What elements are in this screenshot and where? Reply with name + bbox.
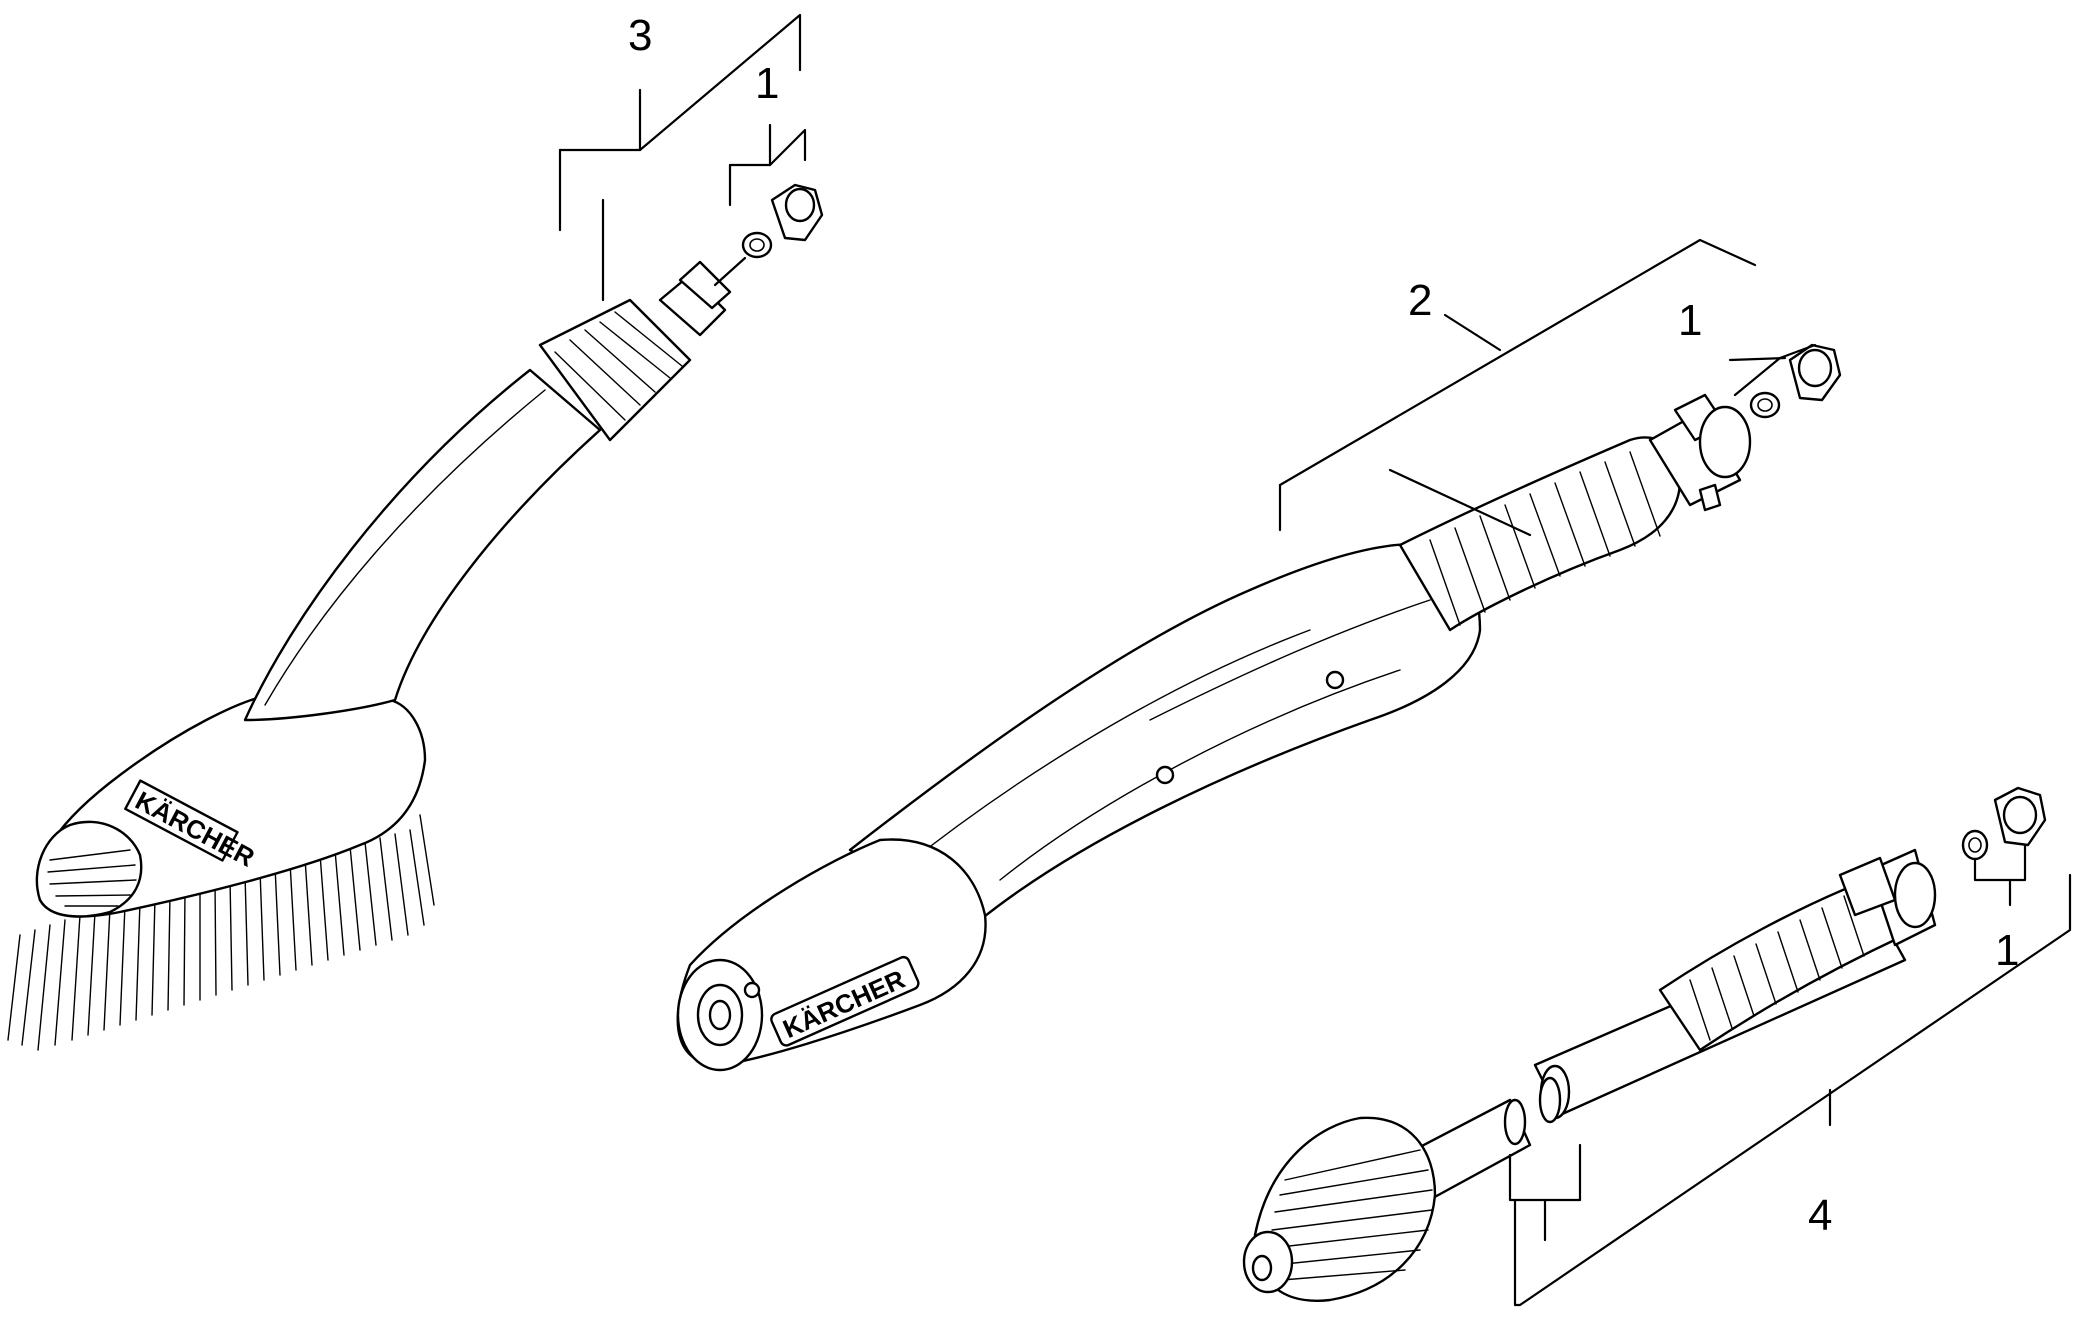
callout-bracket-2 <box>1278 238 1757 532</box>
callout-label-4: 4 <box>1808 1191 1832 1240</box>
rotor-cone <box>1253 1116 1437 1302</box>
callout-label-1-lance: 1 <box>1678 296 1702 345</box>
callout-bracket-1-rotor <box>1973 843 2027 907</box>
callout-bracket-1-brush <box>728 123 807 207</box>
brush-coupling <box>658 273 727 337</box>
brush-bristles <box>7 814 435 1051</box>
callout-label-2: 2 <box>1408 276 1432 325</box>
wash-brush: KÄRCHER <box>7 198 732 1051</box>
lance-body-contours <box>899 599 1431 881</box>
lance-nozzle-fitting <box>1749 343 1842 419</box>
callout-label-3: 3 <box>628 11 652 60</box>
lance-grip-ribs <box>1429 451 1661 626</box>
brush-tip-ribs <box>47 849 137 907</box>
callout-bracket-1-lance <box>1728 343 1817 397</box>
rotor-nozzle-fitting <box>1961 786 2047 861</box>
rotor-cone-ribs <box>1271 1149 1433 1281</box>
brush-neck <box>243 368 602 722</box>
brush-swivel-nut <box>538 298 692 442</box>
callout-bracket-4 <box>1508 873 2072 1307</box>
spray-lance: KÄRCHER <box>676 393 1752 1072</box>
lance-grip <box>1398 436 1682 632</box>
callout-label-1-brush: 1 <box>755 59 779 108</box>
lance-coupling-end <box>1698 405 1752 479</box>
callout-bracket-3 <box>558 13 802 232</box>
brush-nut-grip <box>554 311 683 421</box>
lance-screw <box>1155 765 1175 785</box>
brush-nozzle-fitting <box>713 183 824 287</box>
lance-nozzle-screw <box>743 981 761 999</box>
lance-screw <box>1325 670 1345 690</box>
rotor-grip-ribs <box>1689 895 1865 1041</box>
rotor-nozzle-lance <box>1242 848 1937 1302</box>
